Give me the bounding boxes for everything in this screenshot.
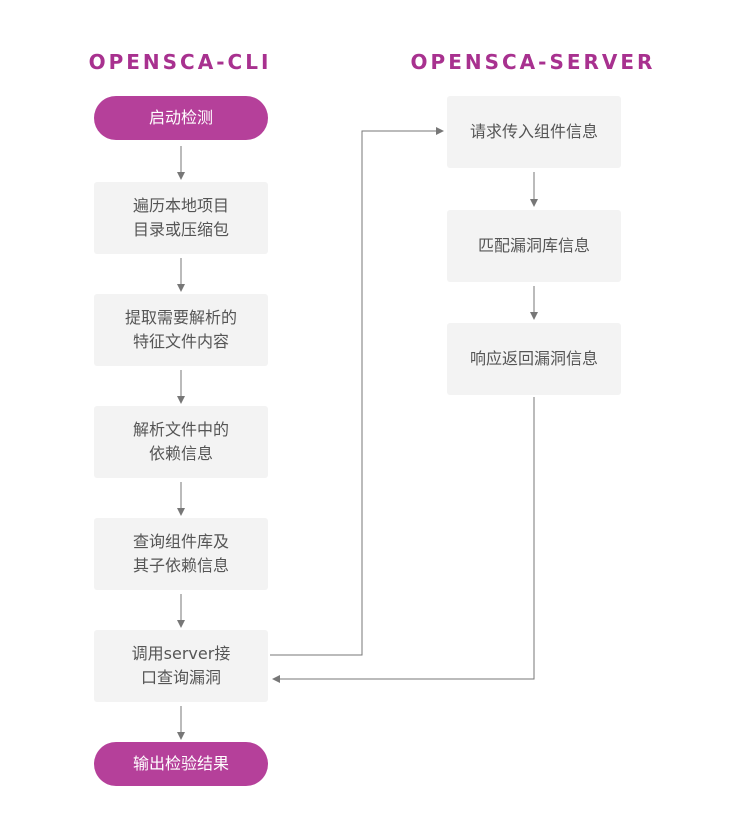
request-component-info-label: 请求传入组件信息 (469, 122, 598, 141)
match-vulnerability-db-label: 匹配漏洞库信息 (477, 236, 590, 255)
output-results-node: 输出检验结果 (94, 742, 268, 786)
start-detection-node: 启动检测 (94, 96, 268, 140)
call-server-label: 调用server接 口查询漏洞 (131, 644, 231, 687)
respond-vulnerability-info-node: 响应返回漏洞信息 (447, 323, 621, 395)
server-column-title: OPENSCA-SERVER (410, 50, 656, 74)
start-detection-label: 启动检测 (148, 108, 213, 127)
query-component-library-node: 查询组件库及 其子依赖信息 (94, 518, 268, 590)
query-component-library-label: 查询组件库及 其子依赖信息 (132, 532, 229, 575)
output-results-label: 输出检验结果 (132, 754, 229, 773)
arrow-call-server-to-request (270, 127, 444, 656)
arrow-respond-to-call-server (272, 397, 535, 683)
traverse-project-node: 遍历本地项目 目录或压缩包 (94, 182, 268, 254)
request-component-info-node: 请求传入组件信息 (447, 96, 621, 168)
traverse-project-label: 遍历本地项目 目录或压缩包 (132, 196, 229, 239)
extract-feature-files-label: 提取需要解析的 特征文件内容 (124, 308, 237, 351)
match-vulnerability-db-node: 匹配漏洞库信息 (447, 210, 621, 282)
parse-dependencies-node: 解析文件中的 依赖信息 (94, 406, 268, 478)
respond-vulnerability-info-label: 响应返回漏洞信息 (469, 349, 598, 368)
call-server-node: 调用server接 口查询漏洞 (94, 630, 268, 702)
cli-column-title: OPENSCA-CLI (88, 50, 272, 74)
extract-feature-files-node: 提取需要解析的 特征文件内容 (94, 294, 268, 366)
parse-dependencies-label: 解析文件中的 依赖信息 (132, 420, 229, 463)
